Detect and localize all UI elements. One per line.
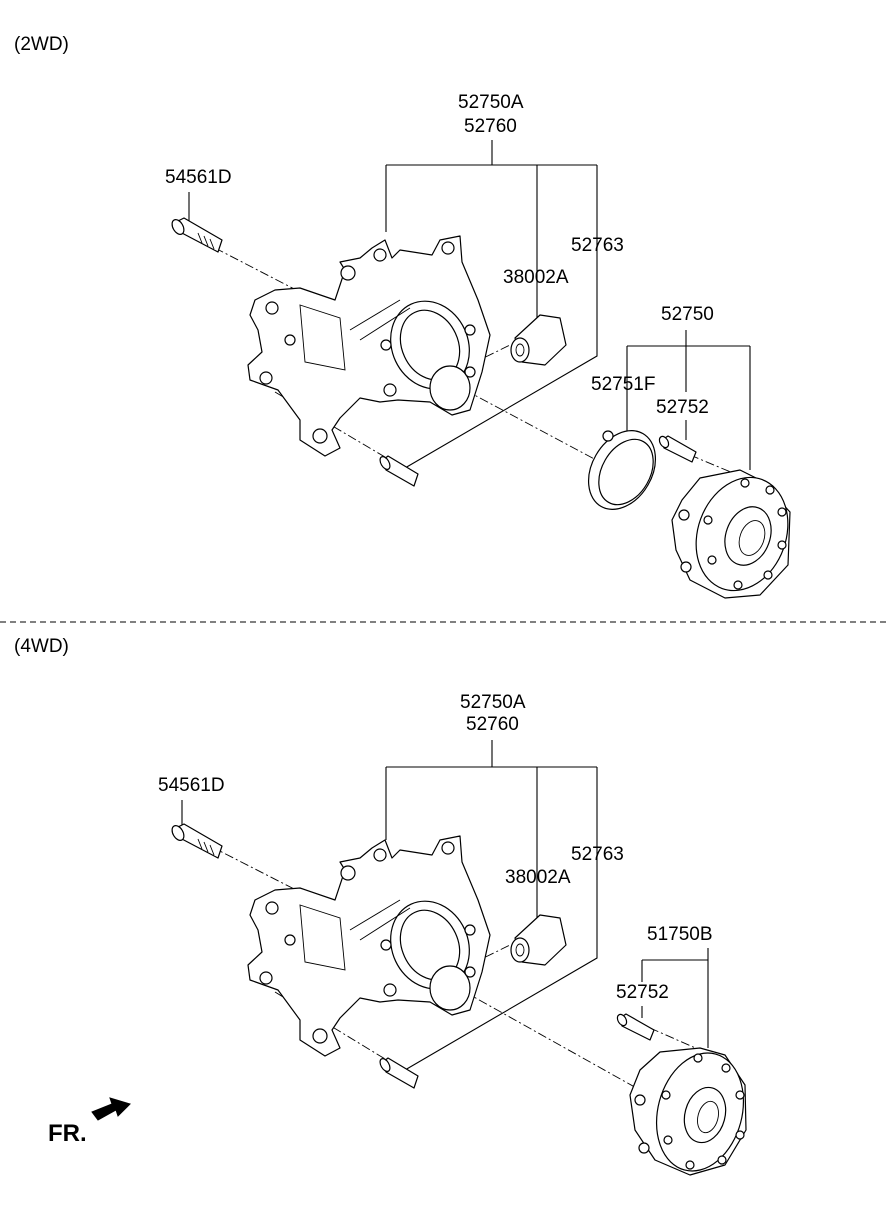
hub-bolt-52752-4wd: [616, 1013, 655, 1041]
label-51750b: 51750B: [647, 924, 713, 945]
label-52750a: 52750A: [458, 92, 524, 113]
leader-lines-2wd: [188, 140, 751, 470]
cover-52751f-2wd: [587, 430, 657, 510]
bushing-38002a-4wd: [510, 914, 567, 966]
label-52760-4wd: 52760: [466, 714, 519, 735]
leader-lines-4wd: [181, 740, 709, 1071]
front-indicator-label: FR.: [48, 1120, 87, 1147]
label-52752-4wd: 52752: [616, 982, 669, 1003]
label-52752: 52752: [656, 397, 709, 418]
label-52750a-4wd: 52750A: [460, 692, 526, 713]
label-54561d-4wd: 54561D: [158, 775, 225, 796]
knuckle-4wd: [247, 835, 491, 1057]
label-52750: 52750: [661, 304, 714, 325]
bolt-52763-4wd: [379, 1057, 419, 1089]
bolt-52763-2wd: [379, 455, 419, 487]
label-38002a-4wd: 38002A: [505, 867, 571, 888]
label-38002a: 38002A: [503, 267, 569, 288]
label-52751f: 52751F: [591, 374, 655, 395]
front-arrow-icon: [91, 1097, 131, 1121]
bolt-54561d-2wd: [171, 217, 223, 253]
label-54561d: 54561D: [165, 167, 232, 188]
bolt-54561d-4wd: [171, 823, 223, 859]
label-52760: 52760: [464, 116, 517, 137]
section-label-4wd: (4WD): [14, 636, 69, 657]
knuckle-2wd: [247, 235, 491, 457]
hub-bolt-52752-2wd: [658, 435, 697, 463]
hub-assembly-51750b: [629, 1047, 747, 1176]
section-label-2wd: (2WD): [14, 34, 69, 55]
bushing-38002a-2wd: [510, 314, 567, 366]
hub-assembly-52750-2wd: [671, 469, 791, 599]
